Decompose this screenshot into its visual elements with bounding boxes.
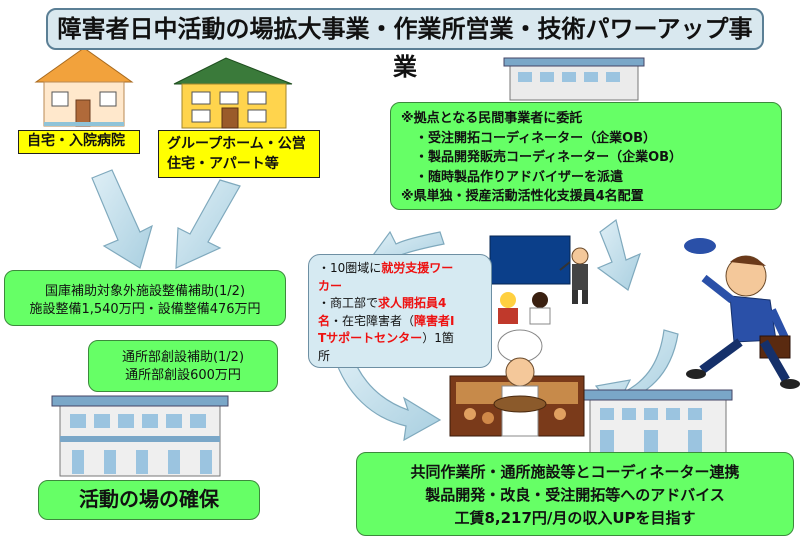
house-icon	[34, 47, 134, 127]
arrow-grouphome-to-facility	[175, 179, 241, 269]
facility-subsidy-line1: 国庫補助対象外施設整備補助(1/2)	[44, 284, 246, 299]
consign-line3: ・製品開発販売コーディネーター（企業OB）	[415, 150, 683, 165]
building-icon	[583, 389, 733, 457]
arrow-consign-to-goal-right	[596, 218, 641, 291]
group-home-label-line1: グループホーム・公営	[167, 136, 306, 152]
daycare-subsidy-line1: 通所部創設補助(1/2)	[121, 350, 245, 365]
goal-box: 共同作業所・通所施設等とコーディネーター連携 製品開発・改良・受注開拓等へのアド…	[356, 452, 794, 536]
support-line5: Tサポートセンター）1箇	[318, 331, 454, 345]
goal-line2: 製品開発・改良・受注開拓等へのアドバイス	[425, 486, 725, 504]
arrow-home-to-facility	[91, 169, 153, 269]
support-line4: 名・在宅障害者（障害者I	[318, 313, 455, 328]
support-line1: ・10圏域に就労支援ワー	[318, 261, 454, 275]
consign-line5: ※県単独・授産活動活性化支援員4名配置	[401, 189, 644, 204]
consign-line2: ・受注開拓コーディネーター（企業OB）	[415, 130, 657, 146]
businessman-icon	[684, 238, 800, 389]
daycare-subsidy-line2: 通所部創設600万円	[125, 368, 241, 383]
consignment-box: ※拠点となる民間事業者に委託 ・受注開拓コーディネーター（企業OB） ・製品開発…	[390, 102, 782, 210]
consign-line4: ・随時製品作りアドバイザーを派遣	[415, 169, 624, 185]
building-icon	[51, 395, 229, 477]
arrow-support-to-goal	[333, 349, 442, 442]
facility-subsidy-box: 国庫補助対象外施設整備補助(1/2) 施設整備1,540万円・設備整備476万円	[4, 270, 286, 326]
goal-line1: 共同作業所・通所施設等とコーディネーター連携	[410, 463, 740, 481]
home-label: 自宅・入院病院	[18, 130, 140, 154]
support-line2: カー	[318, 278, 343, 293]
support-line3: ・商工部で求人開拓員4	[318, 296, 447, 310]
group-home-label: グループホーム・公営 住宅・アパート等	[158, 130, 320, 178]
support-workers-box: ・10圏域に就労支援ワー カー ・商工部で求人開拓員4 名・在宅障害者（障害者I…	[308, 254, 492, 368]
daycare-subsidy-box: 通所部創設補助(1/2) 通所部創設600万円	[88, 340, 278, 392]
group-home-icon	[173, 57, 293, 129]
support-line6: 所	[318, 348, 331, 363]
activity-place-box: 活動の場の確保	[38, 480, 260, 520]
baker-icon	[449, 329, 585, 437]
presentation-icon	[466, 235, 589, 325]
page-title: 障害者日中活動の場拡大事業・作業所営業・技術パワーアップ事業	[46, 8, 764, 81]
facility-subsidy-line2: 施設整備1,540万円・設備整備476万円	[29, 302, 261, 317]
goal-line3: 工賃8,217円/月の収入UPを目指す	[454, 509, 696, 527]
building-icon	[503, 57, 645, 101]
consign-line1: ※拠点となる民間事業者に委託	[401, 111, 583, 126]
group-home-label-line2: 住宅・アパート等	[167, 156, 279, 172]
